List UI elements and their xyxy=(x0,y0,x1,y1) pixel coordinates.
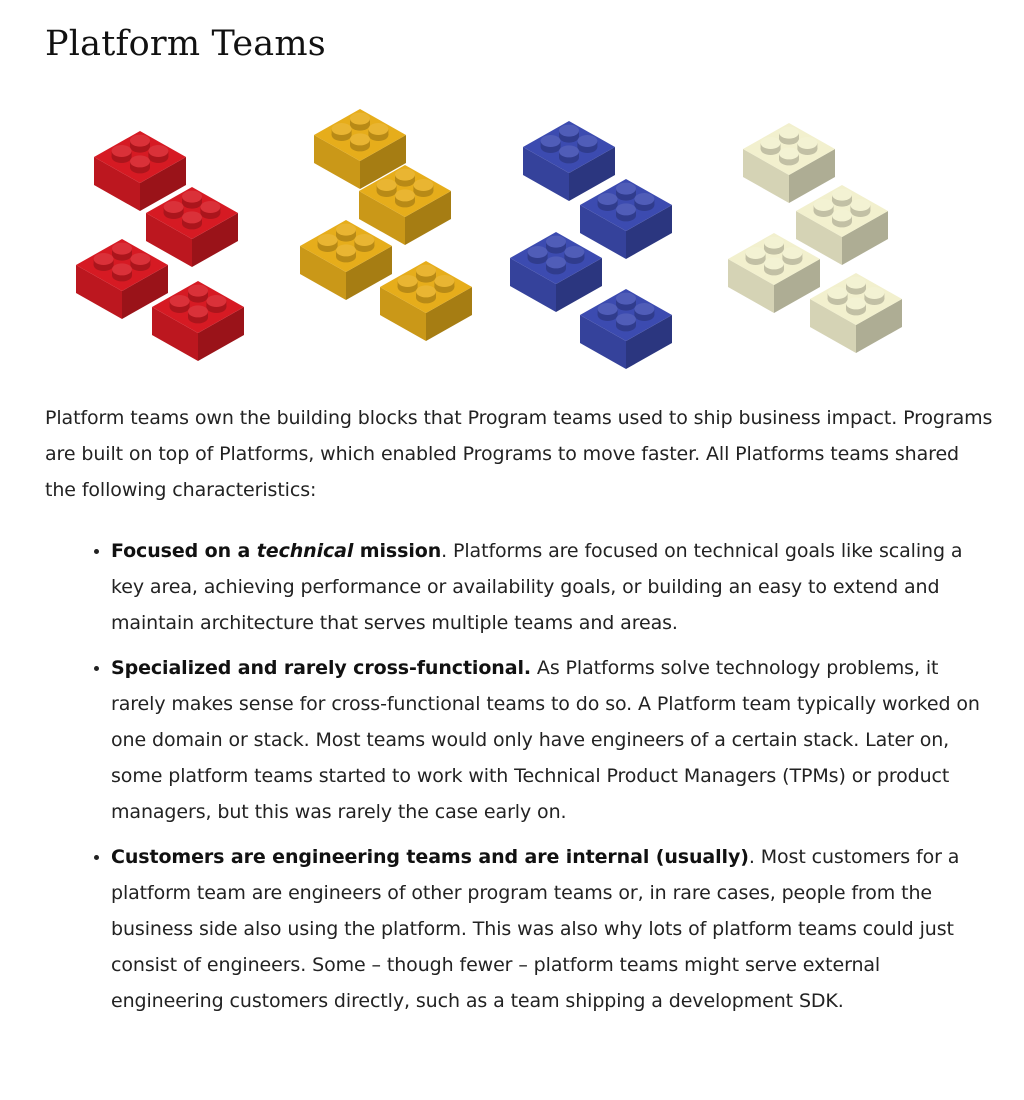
point-lead: Customers are engineering teams and are … xyxy=(111,846,749,868)
cream-block xyxy=(810,273,902,353)
point-lead: Focused on a technical mission xyxy=(111,540,442,562)
page-title: Platform Teams xyxy=(45,24,326,64)
blue-block xyxy=(580,289,672,369)
red-block xyxy=(94,131,186,211)
point-lead: Specialized and rarely cross-functional. xyxy=(111,657,531,679)
cream-block xyxy=(728,233,820,313)
yellow-block xyxy=(314,109,406,189)
blocks-canvas xyxy=(76,109,902,369)
blue-block xyxy=(523,121,615,201)
point-body: . Platforms are focused on technical goa… xyxy=(111,540,963,634)
point-body: . Most customers for a platform team are… xyxy=(111,846,960,1012)
emphasis: technical xyxy=(256,540,354,562)
red-block xyxy=(146,187,238,267)
yellow-block xyxy=(359,165,451,245)
cream-block xyxy=(743,123,835,203)
point-body: As Platforms solve technology problems, … xyxy=(111,657,980,823)
red-block xyxy=(152,281,244,361)
yellow-block xyxy=(380,261,472,341)
characteristics-list: Focused on a technical mission. Platform… xyxy=(88,533,991,1028)
blue-block xyxy=(510,232,602,312)
red-block xyxy=(76,239,168,319)
list-item: Specialized and rarely cross-functional.… xyxy=(111,650,991,830)
list-item: Customers are engineering teams and are … xyxy=(111,839,991,1019)
cream-block xyxy=(796,185,888,265)
intro-paragraph: Platform teams own the building blocks t… xyxy=(45,407,993,501)
blue-block xyxy=(580,179,672,259)
building-blocks-illustration xyxy=(0,95,1024,385)
list-item: Focused on a technical mission. Platform… xyxy=(111,533,991,641)
yellow-block xyxy=(300,220,392,300)
